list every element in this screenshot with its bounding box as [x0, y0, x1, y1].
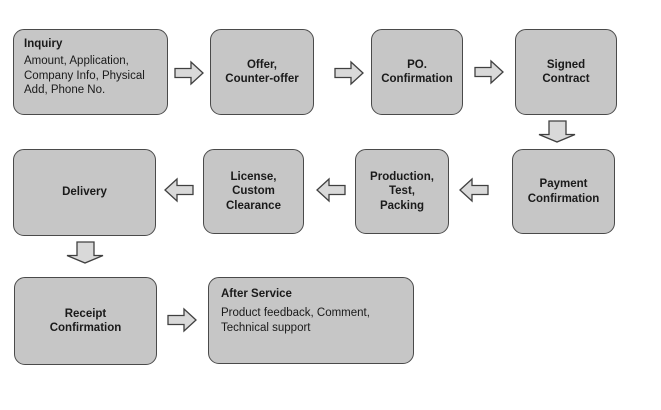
node-label: Delivery: [62, 186, 107, 199]
node-body: Amount, Application, Company Info, Physi…: [24, 55, 145, 97]
flow-node-inquiry: Inquiry Amount, Application, Company Inf…: [13, 29, 168, 115]
node-label: Payment Confirmation: [527, 178, 600, 205]
node-title: After Service: [221, 288, 292, 300]
node-label: License, Custom Clearance: [226, 170, 281, 212]
right-arrow-icon: [334, 60, 364, 86]
right-arrow-icon: [174, 60, 204, 86]
flow-node-payment-confirmation: Payment Confirmation: [512, 149, 615, 234]
node-body: Product feedback, Comment, Technical sup…: [221, 307, 370, 334]
node-label: Production, Test, Packing: [370, 170, 434, 212]
flow-node-receipt-confirmation: Receipt Confirmation: [14, 277, 157, 365]
node-label: PO. Confirmation: [381, 58, 453, 85]
right-arrow-icon: [167, 307, 197, 333]
flow-node-after-service: After Service Product feedback, Comment,…: [208, 277, 414, 364]
node-label: Receipt Confirmation: [49, 307, 122, 334]
node-label: Offer, Counter-offer: [225, 58, 299, 85]
left-arrow-icon: [459, 177, 489, 203]
flow-node-license-custom-clearance: License, Custom Clearance: [203, 149, 304, 234]
flow-node-signed-contract: Signed Contract: [515, 29, 617, 115]
down-arrow-icon: [66, 241, 104, 264]
left-arrow-icon: [316, 177, 346, 203]
right-arrow-icon: [474, 59, 504, 85]
flow-node-offer-counter-offer: Offer, Counter-offer: [210, 29, 314, 115]
node-label: Signed Contract: [542, 58, 590, 85]
down-arrow-icon: [538, 120, 576, 143]
flow-node-delivery: Delivery: [13, 149, 156, 236]
left-arrow-icon: [164, 177, 194, 203]
flow-node-po-confirmation: PO. Confirmation: [371, 29, 463, 115]
flow-node-production-test-packing: Production, Test, Packing: [355, 149, 449, 234]
node-title: Inquiry: [24, 38, 63, 50]
